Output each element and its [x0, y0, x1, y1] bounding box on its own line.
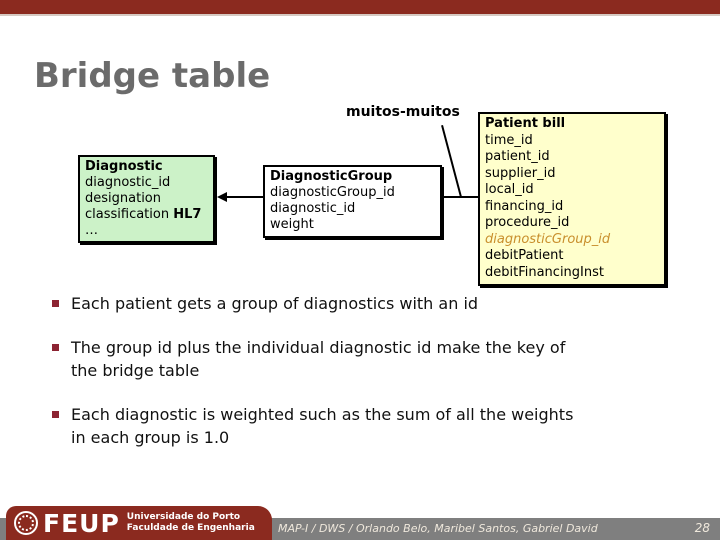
table-diagnostic-group: DiagnosticGroup diagnosticGroup_id diagn…	[263, 165, 442, 238]
table-field: debitFinancingInst	[485, 264, 604, 280]
classification-label: classification	[85, 207, 174, 222]
table-field: weight	[270, 217, 314, 232]
relationship-label: muitos-muitos	[346, 104, 460, 120]
table-field: diagnostic_id	[270, 201, 356, 216]
table-field-highlighted: diagnosticGroup_id	[485, 231, 611, 247]
table-field: designation	[85, 191, 161, 206]
bullet-text: The group id plus the individual diagnos…	[71, 338, 566, 380]
bullet-item: Each diagnostic is weighted such as the …	[50, 403, 650, 449]
table-field: supplier_id	[485, 165, 556, 181]
bullet-item: Each patient gets a group of diagnostics…	[50, 292, 650, 315]
bullet-square-icon	[52, 411, 59, 418]
table-diagnostic: Diagnostic diagnostic_id designation cla…	[78, 155, 215, 243]
table-patient-bill: Patient bill time_id patient_id supplier…	[478, 112, 666, 286]
table-diagnostic-title: Diagnostic	[85, 159, 163, 174]
bullet-square-icon	[52, 344, 59, 351]
table-field: diagnosticGroup_id	[270, 185, 395, 200]
table-field: diagnostic_id	[85, 175, 171, 190]
more-fields-ellipsis: …	[85, 223, 98, 238]
institution-line2: Faculdade de Engenharia	[126, 523, 255, 533]
institution-line1: Universidade do Porto	[126, 512, 241, 522]
table-field: financing_id	[485, 198, 564, 214]
table-field: classification HL7	[85, 207, 208, 223]
feup-acronym: FEUP	[43, 508, 120, 538]
bullet-list: Each patient gets a group of diagnostics…	[50, 292, 650, 470]
feup-seal-icon	[14, 511, 38, 535]
table-patient-bill-title: Patient bill	[485, 116, 566, 131]
footer-credits: MAP-I / DWS / Orlando Belo, Maribel Sant…	[278, 522, 598, 535]
table-field: debitPatient	[485, 248, 564, 263]
connector-diagnosticgroup-to-diagnostic	[226, 196, 263, 198]
slide-title: Bridge table	[34, 56, 271, 96]
table-field: procedure_id	[485, 215, 570, 230]
page-number: 28	[694, 521, 710, 535]
feup-institution: Universidade do Porto Faculdade de Engen…	[127, 512, 255, 534]
bullet-item: The group id plus the individual diagnos…	[50, 336, 650, 382]
table-diagnostic-group-title: DiagnosticGroup	[270, 169, 393, 184]
table-field: patient_id	[485, 149, 550, 164]
table-field: time_id	[485, 132, 533, 148]
annotation-leader-line	[441, 125, 463, 199]
hl7-code: HL7	[173, 207, 202, 222]
feup-logo-block: FEUP Universidade do Porto Faculdade de …	[6, 506, 272, 540]
bullet-text: Each patient gets a group of diagnostics…	[71, 294, 479, 313]
bullet-square-icon	[52, 300, 59, 307]
table-field: local_id	[485, 182, 534, 197]
arrow-left-head	[217, 192, 227, 202]
top-accent-bar	[0, 0, 720, 16]
bullet-text: Each diagnostic is weighted such as the …	[71, 405, 574, 447]
